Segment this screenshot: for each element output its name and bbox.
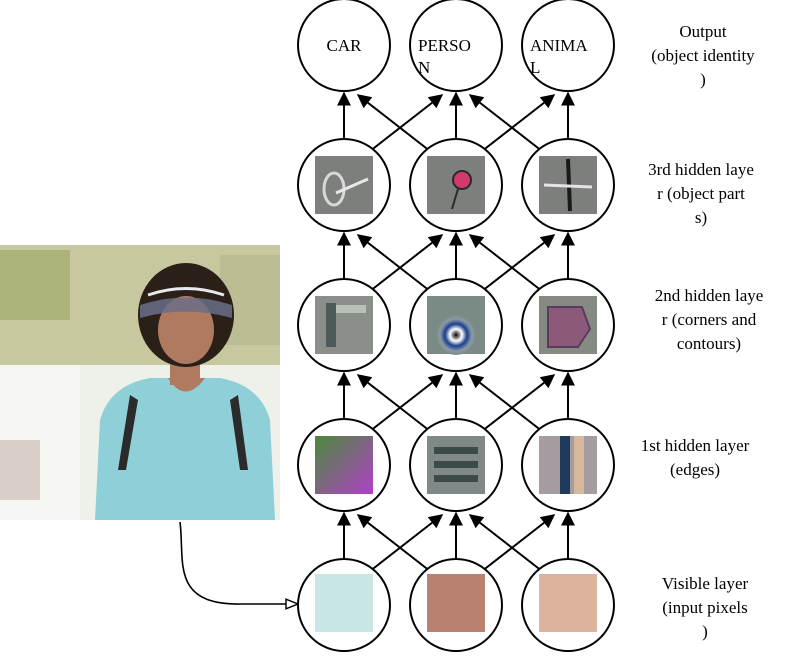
node-output-3 (521, 0, 615, 92)
connection-arrow (356, 514, 429, 570)
contour-shape (547, 306, 592, 348)
connection-arrow (371, 514, 444, 570)
connection-arrow (371, 94, 444, 150)
node-output-1 (297, 0, 391, 92)
edge-stripe (560, 436, 570, 494)
part-stroke (451, 188, 459, 210)
input-pixel-2 (427, 574, 485, 632)
connection-arrow (483, 234, 556, 290)
face-blob (452, 170, 472, 190)
label-visible: Visible layer (input pixels ) (661, 574, 749, 641)
input-pixel-3 (539, 574, 597, 632)
label-hidden1: 1st hidden layer (edges) (640, 436, 750, 479)
connection-arrow (483, 94, 556, 150)
connection-arrow (468, 234, 541, 290)
connection-arrow (468, 94, 541, 150)
label-output: Output (object identity ) (651, 22, 755, 89)
eye-feature (436, 315, 476, 355)
connection-arrow (371, 234, 444, 290)
connection-arrow (483, 374, 556, 430)
input-pixel-1 (315, 574, 373, 632)
edge-stripe (434, 447, 478, 454)
contour-bar (336, 305, 366, 313)
feature-h1-1 (315, 436, 373, 494)
connection-arrow (356, 94, 429, 150)
connections (337, 91, 575, 570)
connection-arrow (483, 514, 556, 570)
edge-stripe (434, 461, 478, 468)
part-stroke (335, 177, 369, 195)
input-photo (0, 245, 280, 520)
input-arrow (179, 521, 298, 604)
connection-arrow (371, 374, 444, 430)
connection-arrow (468, 374, 541, 430)
label-hidden2: 2nd hidden laye r (corners and contours) (654, 286, 764, 353)
node-output-2 (409, 0, 503, 92)
part-stroke (543, 183, 593, 189)
contour-bar (326, 303, 336, 347)
connection-arrow (468, 514, 541, 570)
edge-stripe (574, 436, 584, 494)
connection-arrow (356, 374, 429, 430)
feature-h2-1 (315, 296, 373, 354)
edge-stripe (434, 475, 478, 482)
output-label-1: CAR (327, 36, 363, 55)
connection-arrow (356, 234, 429, 290)
label-hidden3: 3rd hidden laye r (object part s) (648, 160, 754, 227)
